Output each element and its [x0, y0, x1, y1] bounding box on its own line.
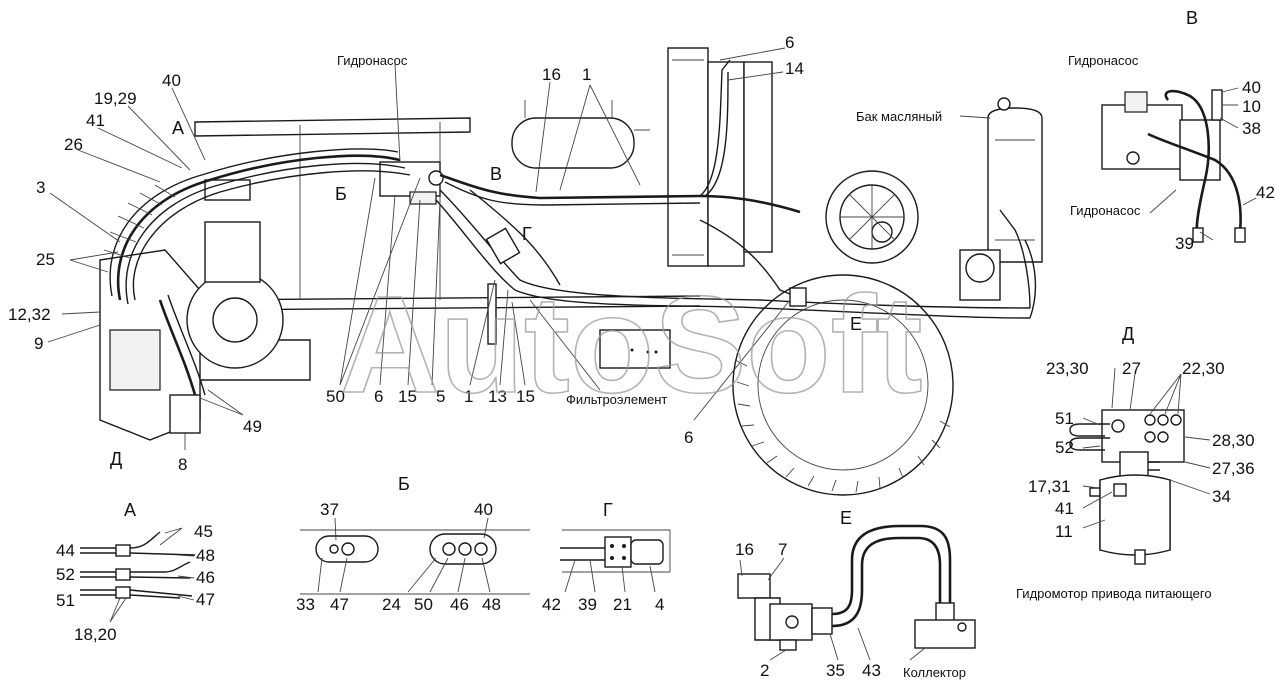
hydromotor-label: Гидромотор привода питающего	[1016, 586, 1212, 601]
view-d-callout-11: 11	[1055, 522, 1073, 541]
view-b-callout-46: 46	[450, 595, 469, 614]
view-d-callout-34: 34	[1212, 487, 1231, 506]
watermark: AutoSoft	[340, 268, 922, 422]
view-a-callout-46: 46	[196, 568, 215, 587]
view-b-callout-48: 48	[482, 595, 501, 614]
callout-50: 50	[326, 387, 345, 406]
view-d-callout-22-30: 22,30	[1182, 359, 1225, 378]
detail-view-e	[737, 524, 976, 661]
view-b-callout-33: 33	[296, 595, 315, 614]
view-d-callout-41: 41	[1055, 499, 1074, 518]
view-d-callout-23-30: 23,30	[1046, 359, 1089, 378]
callout-49: 49	[243, 417, 262, 436]
view-b-callout-47: 47	[330, 595, 349, 614]
view-e-callout-35: 35	[826, 661, 845, 680]
view-d-callout-27: 27	[1122, 359, 1141, 378]
callout-1-top: 1	[582, 65, 591, 84]
view-a-callout-52: 52	[56, 565, 75, 584]
view-v-callout-38: 38	[1242, 119, 1261, 138]
view-g-callout-39: 39	[578, 595, 597, 614]
view-marker-a: А	[172, 118, 184, 138]
view-d-callout-52: 52	[1055, 438, 1074, 457]
view-e-title: Е	[840, 508, 852, 528]
view-g-callout-4: 4	[655, 595, 664, 614]
callout-8: 8	[178, 455, 187, 474]
view-marker-g: Г	[522, 224, 532, 244]
callout-19-29: 19,29	[94, 89, 137, 108]
oil-tank-label: Бак масляный	[856, 109, 942, 124]
callout-1-mid: 1	[464, 387, 473, 406]
view-b-callout-24: 24	[382, 595, 401, 614]
callout-16: 16	[542, 65, 561, 84]
view-d-callout-51: 51	[1055, 409, 1074, 428]
view-d-callout-28-30: 28,30	[1212, 431, 1255, 450]
callout-14: 14	[785, 59, 804, 78]
filter-element-label: Фильтроэлемент	[566, 392, 667, 407]
main-leaders	[47, 47, 991, 450]
view-v-callout-40: 40	[1242, 78, 1261, 97]
hydropump-label: Гидронасос	[337, 53, 408, 68]
collector-label: Коллектор	[903, 665, 966, 680]
callout-3: 3	[36, 178, 45, 197]
view-g-callout-42: 42	[542, 595, 561, 614]
view-marker-d: Д	[110, 449, 122, 469]
callout-6-low: 6	[684, 428, 693, 447]
callout-12-32: 12,32	[8, 305, 51, 324]
view-b-callout-50: 50	[414, 595, 433, 614]
view-v-callout-39: 39	[1175, 234, 1194, 253]
view-g-callout-21: 21	[613, 595, 632, 614]
main-assembly	[99, 47, 1043, 496]
callout-15-a: 15	[398, 387, 417, 406]
detail-view-b	[300, 517, 530, 595]
view-a-callout-18-20: 18,20	[74, 625, 117, 644]
callout-13: 13	[488, 387, 507, 406]
view-b-title: Б	[398, 474, 410, 494]
view-a-callout-48: 48	[196, 546, 215, 565]
view-marker-b: Б	[335, 184, 347, 204]
view-e-callout-2: 2	[760, 661, 769, 680]
view-a-title: А	[124, 500, 136, 520]
view-d-callout-27-36: 27,36	[1212, 459, 1255, 478]
view-b-callout-40: 40	[474, 500, 493, 519]
callout-25: 25	[36, 250, 55, 269]
callout-41: 41	[86, 111, 105, 130]
callout-15-b: 15	[516, 387, 535, 406]
callout-6-top: 6	[785, 33, 794, 52]
detail-view-a	[80, 527, 196, 623]
callout-6-mid: 6	[374, 387, 383, 406]
callout-40: 40	[162, 71, 181, 90]
view-v-callout-42: 42	[1256, 183, 1275, 202]
view-v-callout-10: 10	[1242, 97, 1261, 116]
callout-9: 9	[34, 334, 43, 353]
view-a-callout-47: 47	[196, 590, 215, 609]
detail-view-g	[560, 529, 671, 593]
view-marker-v: В	[490, 164, 502, 184]
view-a-callout-45: 45	[194, 522, 213, 541]
callout-26: 26	[64, 135, 83, 154]
view-v-hydropump-label-2: Гидронасос	[1070, 203, 1141, 218]
view-b-callout-37: 37	[320, 500, 339, 519]
view-g-title: Г	[603, 500, 613, 520]
view-e-callout-43: 43	[862, 661, 881, 680]
view-v-hydropump-label-1: Гидронасос	[1068, 53, 1139, 68]
callout-5: 5	[436, 387, 445, 406]
view-d-callout-17-31: 17,31	[1028, 477, 1071, 496]
view-v-title: В	[1186, 8, 1198, 28]
view-e-callout-16: 16	[735, 540, 754, 559]
view-marker-e: Е	[850, 314, 862, 334]
detail-view-v	[1101, 87, 1257, 243]
view-a-callout-44: 44	[56, 541, 75, 560]
view-d-title: Д	[1122, 324, 1134, 344]
detail-view-d	[1069, 367, 1211, 565]
view-a-callout-51: 51	[56, 591, 75, 610]
view-e-callout-7: 7	[778, 540, 787, 559]
